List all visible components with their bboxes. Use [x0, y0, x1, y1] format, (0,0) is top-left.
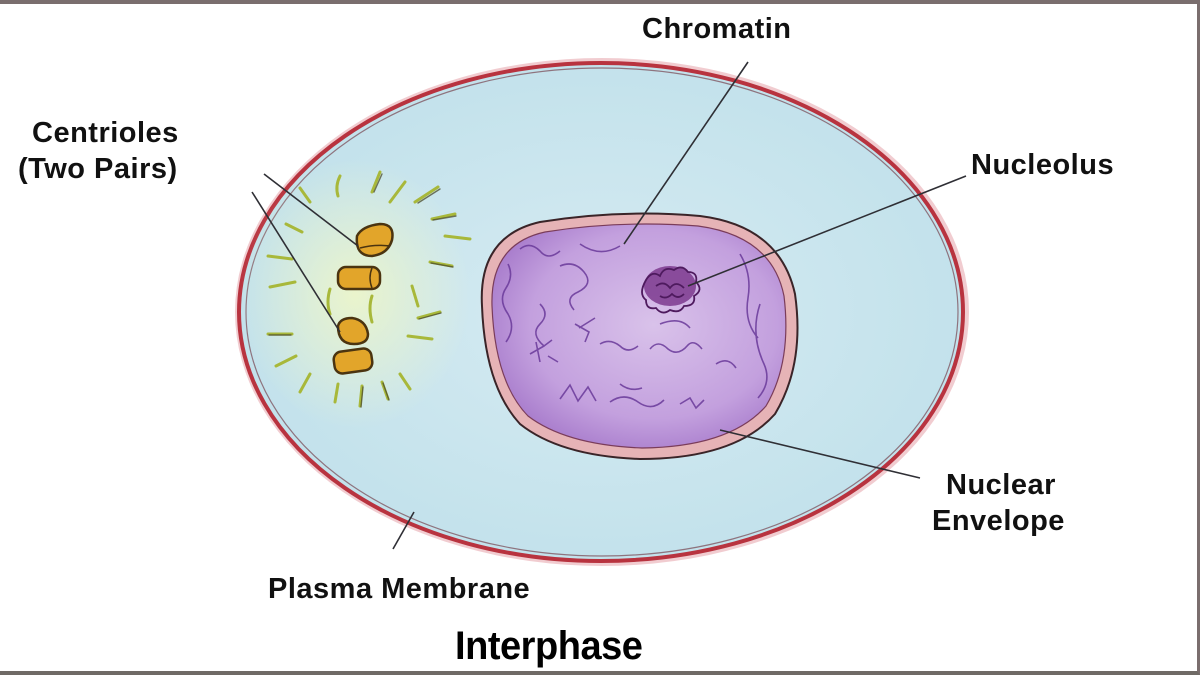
aster-fiber-outlines [268, 173, 457, 408]
label-nuclear-envelope-line2: Envelope [932, 505, 1065, 537]
label-chromatin: Chromatin [642, 13, 792, 45]
centrioles [332, 222, 394, 375]
aster-fibers [266, 170, 472, 408]
label-nuclear-envelope-line1: Nuclear [946, 469, 1056, 501]
label-centrioles-line2: (Two Pairs) [18, 153, 178, 185]
aster-glow [240, 159, 470, 429]
diagram-title: Interphase [455, 624, 643, 668]
leader-nucleolus [687, 175, 967, 287]
cell-diagram [235, 58, 969, 566]
leader-centrioles-upper [263, 173, 359, 247]
leader-chromatin [623, 61, 749, 245]
leader-lines [251, 61, 967, 550]
leader-nuclear-envelope [719, 429, 921, 479]
leader-plasma-membrane [392, 511, 415, 550]
chromatin-threads [501, 243, 768, 410]
centriole-1 [355, 222, 394, 258]
label-plasma-membrane: Plasma Membrane [268, 573, 531, 605]
label-centrioles-line1: Centrioles [32, 117, 179, 149]
nucleus [480, 212, 799, 461]
centriole-3 [336, 316, 370, 346]
leader-centrioles-lower [251, 191, 341, 333]
centriole-2 [336, 265, 382, 291]
nucleolus [641, 266, 701, 314]
label-nucleolus: Nucleolus [971, 149, 1115, 181]
centriole-4 [332, 347, 374, 375]
